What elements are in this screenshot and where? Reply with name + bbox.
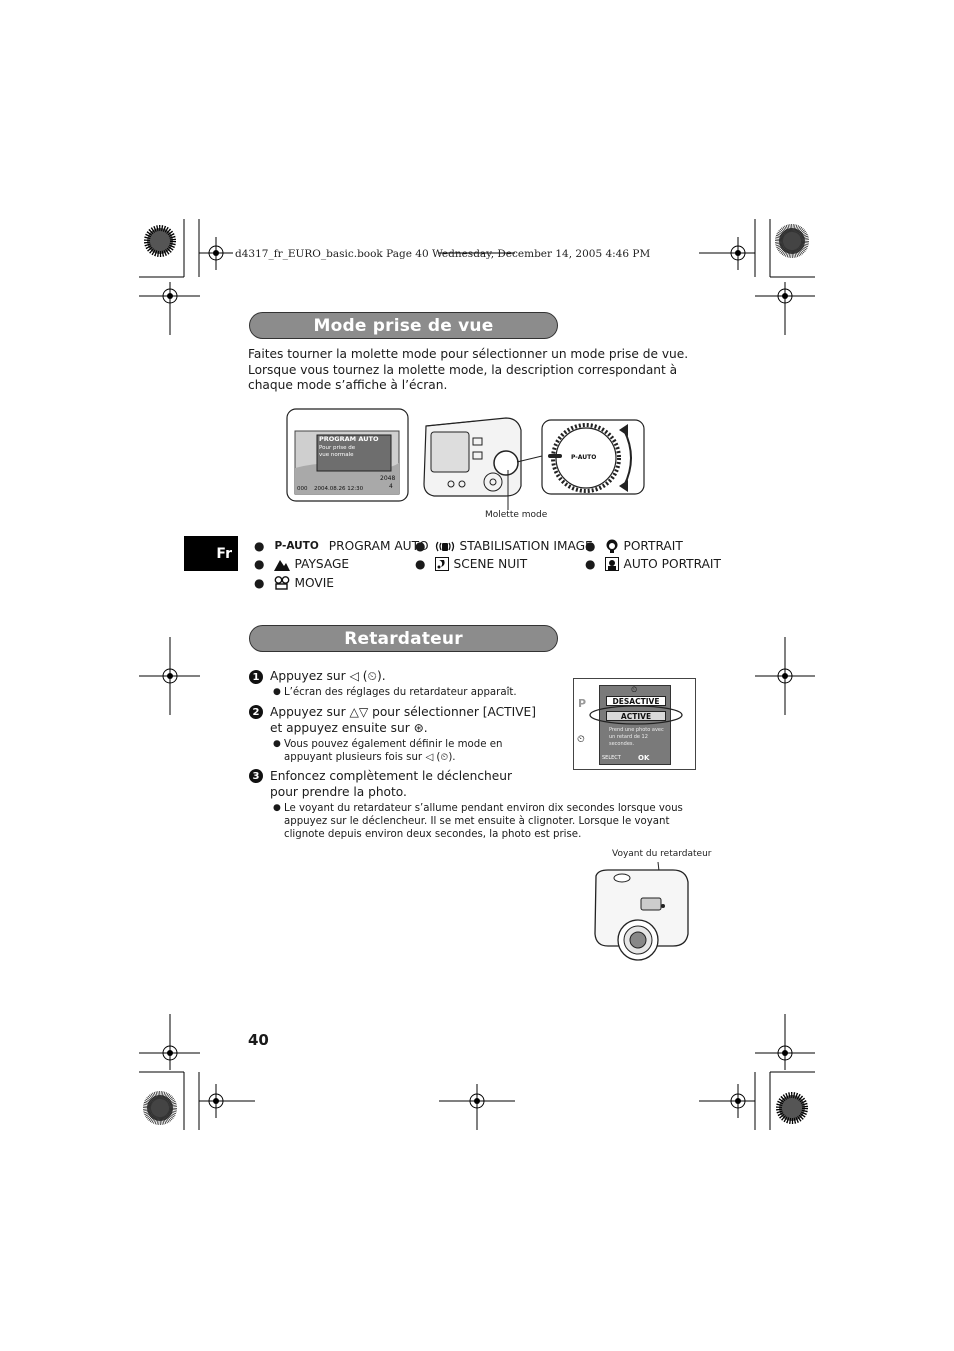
bullet-icon: ● xyxy=(585,557,596,571)
lcd-image-size: 2048 xyxy=(380,475,396,482)
lcd-mode-title: PROGRAM AUTO xyxy=(319,435,379,443)
page-number: 40 xyxy=(248,1031,269,1049)
figure-caption-molette: Molette mode xyxy=(485,510,548,520)
camera-front-illustration xyxy=(594,862,689,961)
bullet-icon: ● xyxy=(273,803,281,813)
self-timer-icon: ⏲ xyxy=(631,685,638,694)
caption-voyant: Voyant du retardateur xyxy=(612,849,712,859)
bullet-icon: ● xyxy=(585,539,596,553)
mode-label: PROGRAM AUTO xyxy=(328,539,429,553)
lcd-count: 4 xyxy=(389,483,393,490)
lcd-ok-label: OK xyxy=(638,754,650,762)
note-text: Vous pouvez également définir le mode en… xyxy=(284,739,503,763)
step-number: 3 xyxy=(249,769,263,783)
note-text: Le voyant du retardateur s’allume pendan… xyxy=(284,803,683,840)
self-timer-lcd: P ⏲ ⏲ DESACTIVE ACTIVE Prend une photo a… xyxy=(573,678,696,770)
language-tab: Fr xyxy=(184,536,238,571)
p-mode-icon: P xyxy=(578,697,587,710)
bullet-icon: ● xyxy=(415,557,426,571)
lcd-select-label: SELECT xyxy=(602,755,621,761)
mode-item-stabilisation: ● STABILISATION IMAGE xyxy=(415,539,593,553)
bullet-icon: ● xyxy=(273,687,281,697)
night-scene-icon xyxy=(435,557,450,571)
movie-icon xyxy=(275,576,290,590)
mode-label: AUTO PORTRAIT xyxy=(623,557,721,571)
option-active: ACTIVE xyxy=(606,711,666,721)
mode-label: STABILISATION IMAGE xyxy=(459,539,593,553)
stabilisation-icon xyxy=(436,541,455,551)
mode-item-program-auto: ● P-AUTO PROGRAM AUTO xyxy=(254,539,429,553)
lcd-menu-panel: ⏲ DESACTIVE ACTIVE Prend une photo avec … xyxy=(599,685,671,765)
step-text: Appuyez sur ◁ (⏲). xyxy=(270,669,386,683)
section-title-retardateur: Retardateur xyxy=(249,625,558,652)
step-number: 2 xyxy=(249,705,263,719)
step-note: ● Vous pouvez également définir le mode … xyxy=(273,738,548,764)
mode-item-scene-nuit: ● SCENE NUIT xyxy=(415,557,527,571)
mode-label: MOVIE xyxy=(294,576,335,590)
lcd-mode-description: Pour prise de vue normale xyxy=(319,445,356,458)
highlight-ellipse xyxy=(589,705,683,725)
mode-item-auto-portrait: ● AUTO PORTRAIT xyxy=(585,557,721,571)
intro-paragraph: Faites tourner la molette mode pour séle… xyxy=(248,347,689,392)
mode-item-portrait: ● PORTRAIT xyxy=(585,539,683,553)
section-title-mode: Mode prise de vue xyxy=(249,312,558,339)
note-text: L’écran des réglages du retardateur appa… xyxy=(284,687,517,698)
mode-label: SCENE NUIT xyxy=(453,557,528,571)
p-auto-icon: P-AUTO xyxy=(274,540,319,552)
step-text: Appuyez sur △▽ pour sélectionner [ACTIVE… xyxy=(270,705,537,735)
lcd-frame-count: 000 xyxy=(297,486,308,492)
mode-dial-figure: PROGRAM AUTO Pour prise de vue normale 2… xyxy=(286,408,646,528)
dial-p-auto-label: P-AUTO xyxy=(571,454,597,461)
bullet-icon: ● xyxy=(254,576,265,590)
portrait-icon xyxy=(606,539,618,553)
book-header: d4317_fr_EURO_basic.book Page 40 Wednesd… xyxy=(235,248,651,260)
bullet-icon: ● xyxy=(254,557,265,571)
camera-illustration xyxy=(286,408,645,510)
step-note: ● L’écran des réglages du retardateur ap… xyxy=(273,686,543,699)
step-number: 1 xyxy=(249,670,263,684)
mode-item-paysage: ● PAYSAGE xyxy=(254,557,349,571)
landscape-icon xyxy=(274,559,291,571)
self-portrait-icon xyxy=(605,557,620,571)
step-note: ● Le voyant du retardateur s’allume pend… xyxy=(273,802,713,841)
mode-label: PAYSAGE xyxy=(294,557,350,571)
step-text: Enfoncez complètement le déclencheur pou… xyxy=(270,769,513,799)
mode-label: PORTRAIT xyxy=(623,539,683,553)
section-title-text: Mode prise de vue xyxy=(313,315,494,336)
bullet-icon: ● xyxy=(273,739,281,749)
bullet-icon: ● xyxy=(254,539,265,553)
section-title-text: Retardateur xyxy=(344,628,463,649)
lcd-date: 2004.08.26 12:30 xyxy=(314,486,364,492)
lcd-description: Prend une photo avec un retard de 12 sec… xyxy=(609,727,664,747)
self-timer-icon: ⏲ xyxy=(577,734,585,745)
bullet-icon: ● xyxy=(415,539,426,553)
mode-item-movie: ● MOVIE xyxy=(254,576,334,590)
